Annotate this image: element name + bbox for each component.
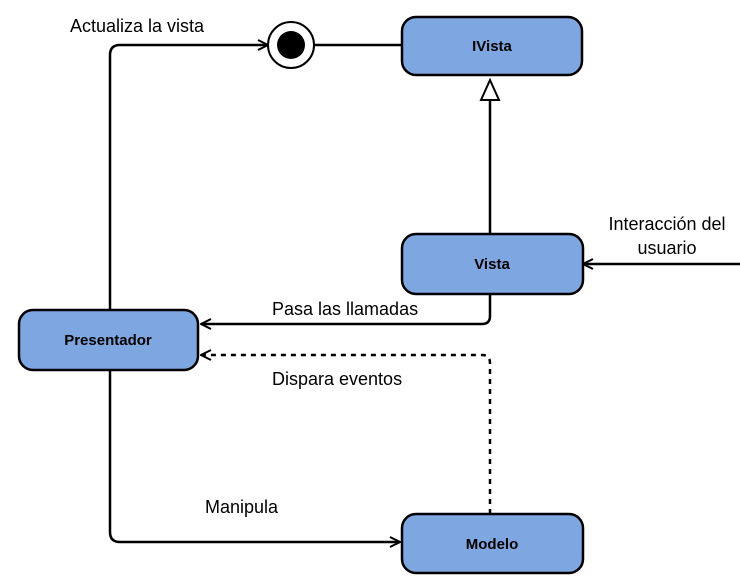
node-ivista <box>400 15 584 77</box>
node-modelo-label: Modelo <box>466 536 519 553</box>
label-interaccion-line2: usuario <box>637 238 696 258</box>
end-state-inner-dot <box>277 31 305 59</box>
realization-triangle-icon <box>479 77 501 101</box>
node-modelo <box>400 512 585 575</box>
edge-dispara-eventos <box>201 355 492 514</box>
label-interaccion-line1: Interacción del <box>608 214 725 234</box>
label-manipula: Manipula <box>205 497 279 517</box>
node-ivista-label: IVista <box>472 38 512 55</box>
label-pasa-llamadas: Pasa las llamadas <box>272 299 418 319</box>
node-presentador <box>17 308 200 372</box>
edge-pasa-llamadas <box>201 294 492 324</box>
node-vista <box>400 232 585 296</box>
edge-actualiza-vista <box>108 45 268 310</box>
label-actualiza-vista: Actualiza la vista <box>70 16 205 36</box>
label-dispara-eventos: Dispara eventos <box>272 369 402 389</box>
node-presentador-label: Presentador <box>64 332 152 349</box>
node-vista-label: Vista <box>474 256 510 273</box>
edge-manipula <box>108 370 400 542</box>
